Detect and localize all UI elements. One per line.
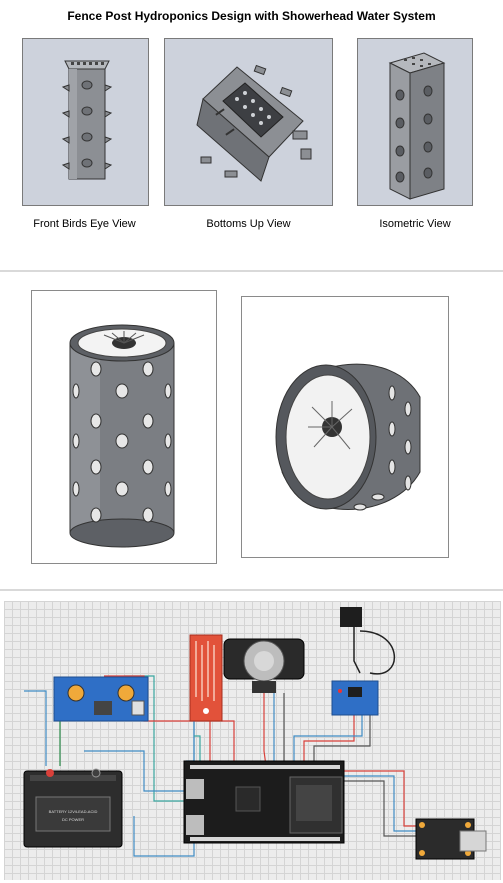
battery: BATTERY 12V/LEAD-ACID DC POWER: [23, 768, 123, 848]
section-divider: [0, 589, 503, 591]
battery-label: BATTERY 12V/LEAD-ACID: [49, 809, 98, 814]
relay-module: [331, 680, 379, 716]
showerhead-renders-section: [0, 272, 503, 590]
cylinder-front-render: [31, 290, 217, 564]
bottom-view-render: [164, 38, 333, 206]
step-down-converter: [53, 676, 149, 722]
cylinder-tilted-model: [275, 363, 421, 511]
front-view-render: [22, 38, 149, 206]
section-divider: [0, 270, 503, 272]
display-module: [415, 818, 487, 860]
isometric-view-caption: Isometric View: [379, 218, 451, 230]
front-view-caption: Front Birds Eye View: [33, 218, 136, 230]
bottom-post-model: [196, 64, 312, 182]
isometric-post-model: [388, 52, 446, 200]
battery-label-2: DC POWER: [62, 817, 84, 822]
water-level-sensor: [189, 634, 223, 722]
cad-views-section: Fence Post Hydroponics Design with Showe…: [0, 0, 503, 272]
circuit-diagram: BATTERY 12V/LEAD-ACID DC POWER: [4, 601, 501, 880]
front-post-model: [61, 60, 113, 180]
circuit-wiring: BATTERY 12V/LEAD-ACID DC POWER: [23, 607, 487, 860]
flow-sensor: [223, 638, 305, 693]
bottom-view-caption: Bottoms Up View: [206, 218, 291, 230]
moisture-probe: [340, 607, 395, 675]
esp32-board: [183, 760, 345, 844]
cylinder-upright-model: [69, 324, 175, 548]
cylinder-angled-render: [241, 296, 449, 558]
isometric-view-render: [357, 38, 473, 206]
page-title: Fence Post Hydroponics Design with Showe…: [67, 9, 436, 23]
